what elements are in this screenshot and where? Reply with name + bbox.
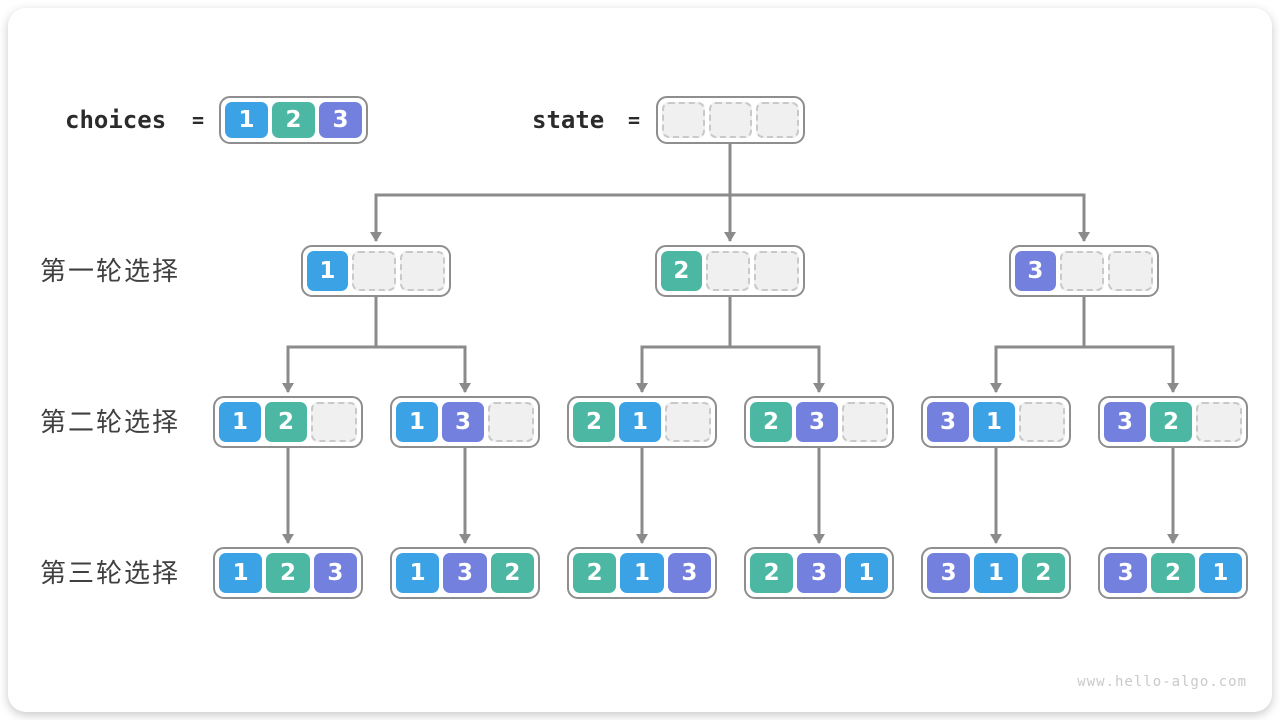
- cell-empty: [1108, 251, 1154, 291]
- state-equals-sign: =: [628, 108, 641, 132]
- cell-empty: [705, 251, 751, 291]
- cell-2: 2: [266, 553, 310, 593]
- cell-empty: [1059, 251, 1105, 291]
- cell-empty: [756, 102, 799, 138]
- cell-3: 3: [927, 402, 969, 442]
- cell-3: 3: [796, 402, 838, 442]
- cell-1: 1: [974, 553, 1018, 593]
- cell-3: 3: [443, 553, 487, 593]
- row-label-round1: 第一轮选择: [40, 256, 181, 286]
- cell-3: 3: [1104, 402, 1146, 442]
- cell-3: 3: [797, 553, 841, 593]
- cell-2: 2: [750, 553, 794, 593]
- cell-2: 2: [1151, 553, 1195, 593]
- cell-2: 2: [1150, 402, 1192, 442]
- cell-1: 1: [1198, 553, 1242, 593]
- cell-2: 2: [265, 402, 307, 442]
- cell-empty: [665, 402, 711, 442]
- cell-1: 1: [844, 553, 888, 593]
- state-label: state: [532, 106, 605, 134]
- cell-2: 2: [661, 251, 702, 291]
- cell-3: 3: [442, 402, 484, 442]
- row-label-round2: 第二轮选择: [40, 407, 181, 437]
- cell-empty: [662, 102, 705, 138]
- cell-empty: [709, 102, 752, 138]
- cell-3: 3: [667, 553, 711, 593]
- cell-2: 2: [490, 553, 534, 593]
- cell-empty: [1196, 402, 1242, 442]
- cell-2: 2: [272, 102, 315, 138]
- cell-2: 2: [573, 553, 617, 593]
- state-box-round1-1: 2: [655, 245, 805, 297]
- choices-label: choices: [65, 106, 167, 134]
- cell-1: 1: [396, 402, 438, 442]
- cell-3: 3: [927, 553, 971, 593]
- cell-empty: [311, 402, 357, 442]
- watermark: www.hello-algo.com: [1077, 674, 1247, 690]
- state-box-root: [656, 96, 805, 144]
- choices-equals-sign: =: [192, 108, 205, 132]
- cell-2: 2: [1021, 553, 1065, 593]
- cell-empty: [842, 402, 888, 442]
- cell-empty: [400, 251, 446, 291]
- cell-1: 1: [973, 402, 1015, 442]
- cell-1: 1: [620, 553, 664, 593]
- cell-empty: [351, 251, 397, 291]
- cell-1: 1: [225, 102, 268, 138]
- cell-empty: [1019, 402, 1065, 442]
- cell-1: 1: [219, 553, 263, 593]
- cell-3: 3: [319, 102, 362, 138]
- cell-2: 2: [750, 402, 792, 442]
- cell-1: 1: [619, 402, 661, 442]
- cell-3: 3: [1015, 251, 1056, 291]
- cell-1: 1: [219, 402, 261, 442]
- cell-3: 3: [1104, 553, 1148, 593]
- row-label-round3: 第三轮选择: [40, 558, 181, 588]
- cell-1: 1: [396, 553, 440, 593]
- cell-1: 1: [307, 251, 348, 291]
- cell-2: 2: [573, 402, 615, 442]
- state-box-round1-0: 1: [301, 245, 451, 297]
- cell-3: 3: [313, 553, 357, 593]
- cell-empty: [488, 402, 534, 442]
- state-box-round1-2: 3: [1009, 245, 1159, 297]
- cell-empty: [754, 251, 800, 291]
